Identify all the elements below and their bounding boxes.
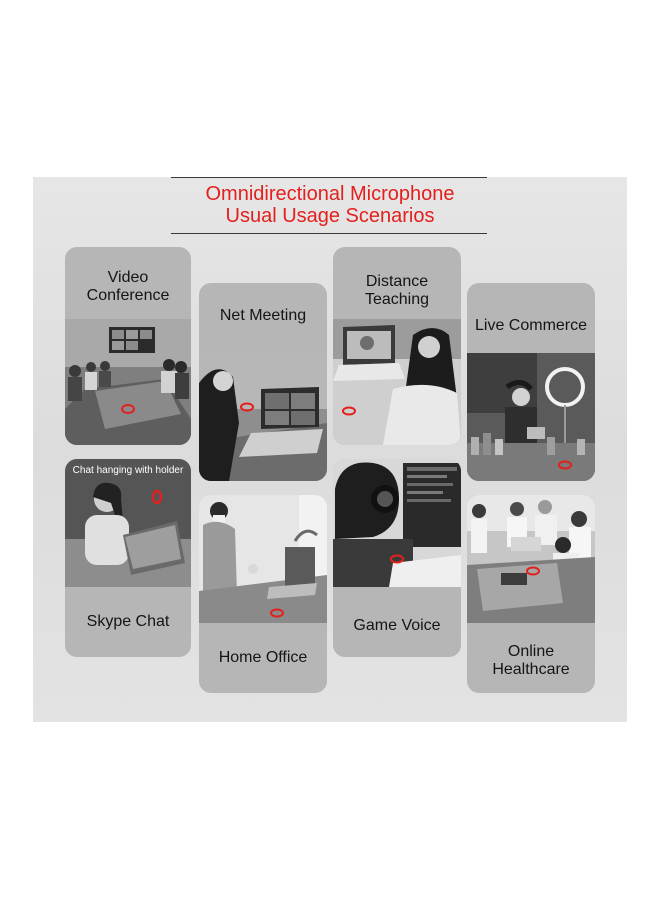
home-office-photo bbox=[199, 495, 327, 623]
scenario-label: Net Meeting bbox=[219, 307, 307, 324]
scenario-label: Conference bbox=[86, 287, 170, 304]
scenario-label: Skype Chat bbox=[86, 613, 170, 630]
scenario-label: Game Voice bbox=[353, 617, 441, 634]
scenario-card-online-healthcare: Online Healthcare bbox=[467, 495, 595, 693]
scenario-label: Video bbox=[107, 269, 149, 286]
scenario-label: Teaching bbox=[364, 291, 430, 308]
scenario-card-game-voice: Game Voice bbox=[333, 459, 461, 657]
scenario-label: Live Commerce bbox=[474, 317, 588, 334]
game-voice-photo bbox=[333, 459, 461, 587]
scenario-card-home-office: Home Office bbox=[199, 495, 327, 693]
scenario-card-live-commerce: Live Commerce bbox=[467, 283, 595, 481]
scenario-card-distance-teaching: Distance Teaching bbox=[333, 247, 461, 445]
conference-room-photo bbox=[65, 319, 191, 445]
scenario-card-video-conference: Video Conference bbox=[65, 247, 191, 445]
title-bottom-rule bbox=[171, 233, 487, 234]
scenario-card-skype-chat: Chat hanging with holder Skype Chat bbox=[65, 459, 191, 657]
scenario-card-net-meeting: Net Meeting bbox=[199, 283, 327, 481]
live-commerce-photo bbox=[467, 353, 595, 481]
scenario-label: Distance bbox=[365, 273, 429, 290]
scenarios-banner: Omnidirectional Microphone Usual Usage S… bbox=[33, 177, 627, 722]
skype-chat-photo: Chat hanging with holder bbox=[65, 459, 191, 587]
scenario-label: Online bbox=[507, 643, 555, 660]
scenario-label: Home Office bbox=[218, 649, 308, 666]
banner-title-line2: Usual Usage Scenarios bbox=[225, 205, 435, 227]
chat-caption: Chat hanging with holder bbox=[72, 465, 184, 476]
scenario-label: Healthcare bbox=[492, 661, 570, 678]
distance-teaching-photo bbox=[333, 319, 461, 445]
online-healthcare-photo bbox=[467, 495, 595, 623]
net-meeting-photo bbox=[199, 353, 327, 481]
banner-title-line1: Omnidirectional Microphone bbox=[205, 183, 455, 205]
title-top-rule bbox=[171, 177, 487, 178]
